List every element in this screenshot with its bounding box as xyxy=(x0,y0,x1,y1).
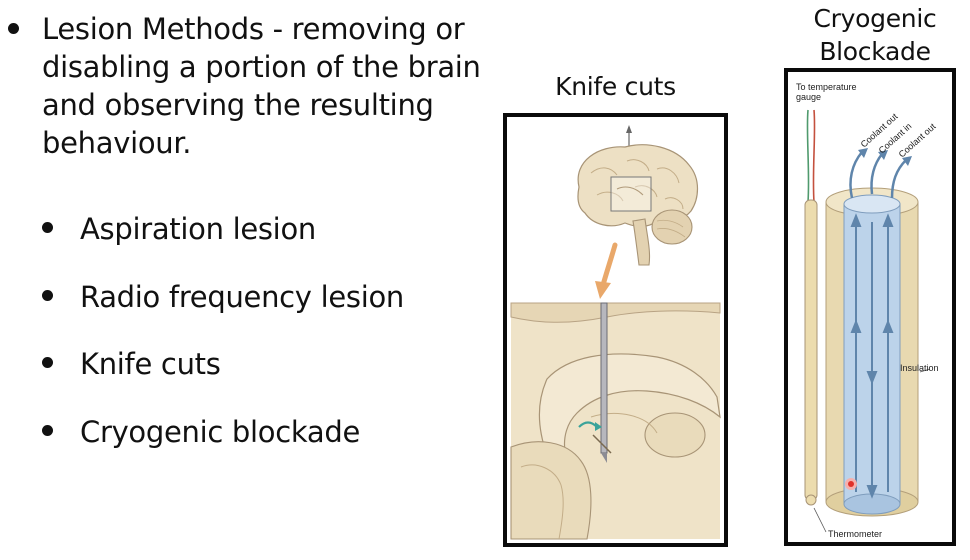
sub-bullet-text: Cryogenic blockade xyxy=(80,415,360,449)
bullet-list: Lesion Methods - removing or disabling a… xyxy=(8,10,482,451)
brain-section-zoom xyxy=(510,302,721,540)
cryo-title-line-1: Cryogenic xyxy=(813,4,937,33)
probe-arrowhead xyxy=(626,125,632,133)
green-wire xyxy=(806,109,810,203)
sub-bullet-aspiration: Aspiration lesion xyxy=(42,210,470,248)
cryoprobe-illustration: To temperature gauge Coolant out Coolant… xyxy=(796,82,939,539)
knife-cuts-title: Knife cuts xyxy=(555,72,676,101)
red-wire xyxy=(812,109,816,203)
thermometer-marker xyxy=(848,481,854,487)
top-flow-arrows xyxy=(849,151,907,199)
bullet-dot xyxy=(8,23,19,34)
label-thermometer: Thermometer xyxy=(828,529,882,539)
label-gauge-1: To temperature xyxy=(796,82,857,92)
brain-sagittal xyxy=(577,144,699,266)
zoom-arrowhead xyxy=(595,281,611,299)
sub-bullet-text: Aspiration lesion xyxy=(80,212,316,246)
sub-bullet-radio-frequency: Radio frequency lesion xyxy=(42,278,470,316)
cryogenic-blockade-title: Cryogenic Blockade xyxy=(785,2,965,68)
bullet-dot xyxy=(42,222,53,233)
coolant-flow-arrows xyxy=(850,213,894,499)
cryogenic-blockade-figure: To temperature gauge Coolant out Coolant… xyxy=(784,68,956,546)
thermometer-bulb xyxy=(805,494,817,506)
top-flow-arrowheads xyxy=(858,148,912,166)
bullet-dot xyxy=(42,425,53,436)
main-bullet: Lesion Methods - removing or disabling a… xyxy=(8,10,482,162)
label-gauge-2: gauge xyxy=(796,92,821,102)
bullet-dot xyxy=(42,357,53,368)
sub-bullet-knife-cuts: Knife cuts xyxy=(42,345,470,383)
sub-bullet-text: Knife cuts xyxy=(80,347,221,381)
bullet-dot xyxy=(42,290,53,301)
sub-bullet-cryogenic: Cryogenic blockade xyxy=(42,413,470,451)
knife-cuts-illustration xyxy=(510,125,721,540)
zoom-arrow xyxy=(600,242,618,288)
sub-bullet-text: Radio frequency lesion xyxy=(80,280,404,314)
cryo-title-line-2: Blockade xyxy=(819,37,931,66)
main-bullet-text: Lesion Methods - removing or disabling a… xyxy=(42,12,481,160)
thermometer-tube xyxy=(804,199,818,501)
knife-cuts-figure xyxy=(503,113,728,547)
label-insulation: Insulation xyxy=(900,363,939,373)
